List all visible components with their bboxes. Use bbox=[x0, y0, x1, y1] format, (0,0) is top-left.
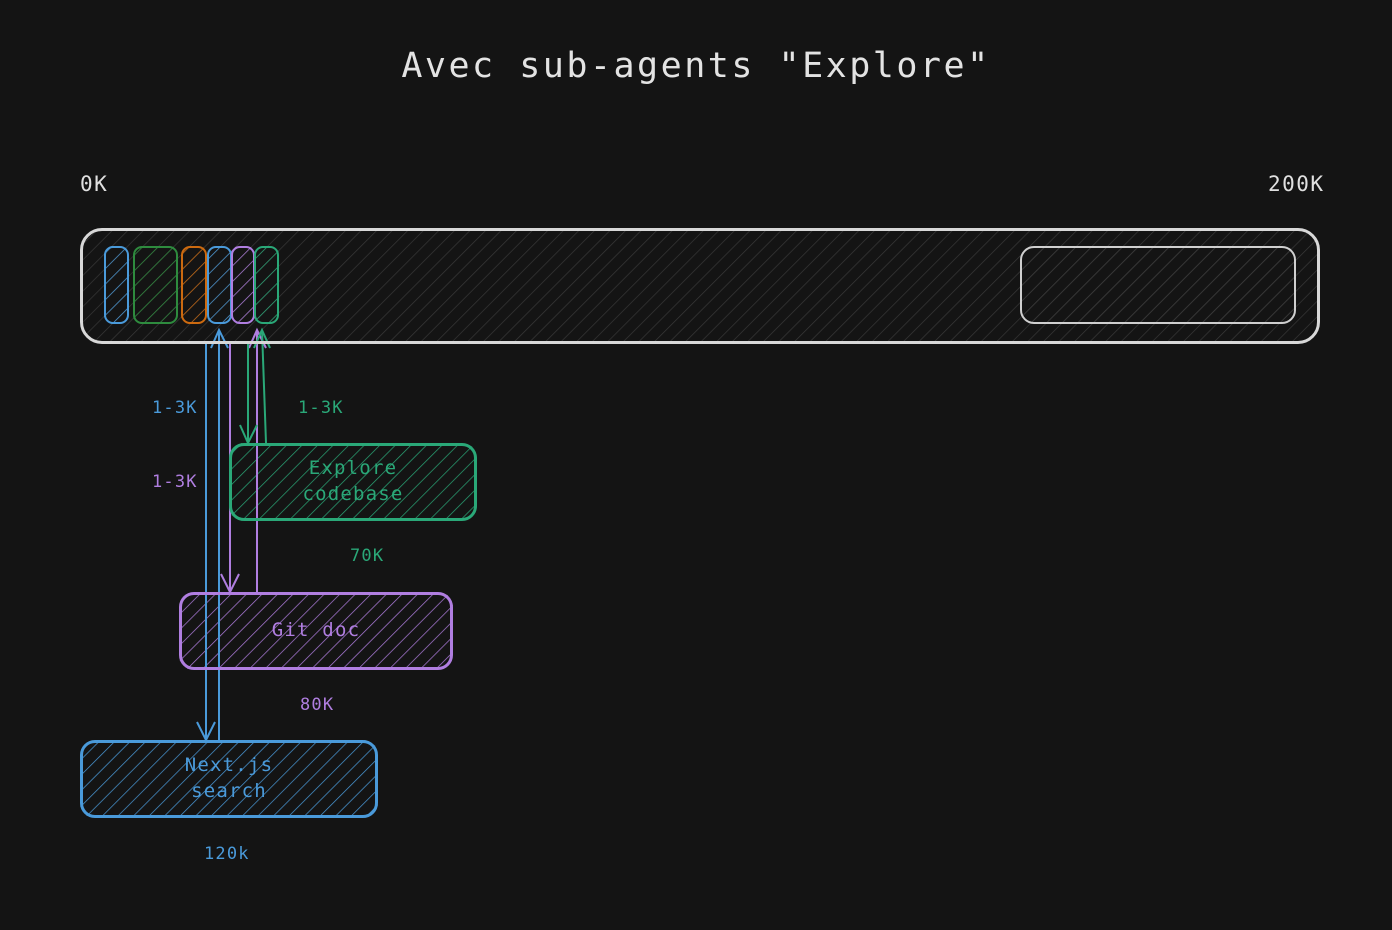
page-title: Avec sub-agents "Explore" bbox=[401, 46, 991, 86]
context-block-2[interactable] bbox=[133, 246, 178, 324]
context-window-bar bbox=[80, 228, 1320, 344]
context-block-4[interactable] bbox=[207, 246, 232, 324]
flow-label-green: 1-3K bbox=[298, 398, 344, 418]
agent-caption-nextjs-search: 120k bbox=[204, 844, 250, 864]
agent-label-git-doc: Git doc bbox=[271, 619, 361, 642]
context-block-6[interactable] bbox=[254, 246, 279, 324]
axis-label-end: 200K bbox=[1268, 172, 1325, 196]
axis-label-start: 0K bbox=[80, 172, 109, 196]
context-block-5[interactable] bbox=[231, 246, 255, 324]
flow-teal bbox=[239, 327, 271, 446]
flow-label-purple: 1-3K bbox=[152, 472, 198, 492]
flow-blue bbox=[196, 327, 229, 743]
agent-box-git-doc[interactable]: Git doc bbox=[179, 592, 453, 670]
context-block-1[interactable] bbox=[104, 246, 129, 324]
flow-label-blue: 1-3K bbox=[152, 398, 198, 418]
context-block-3[interactable] bbox=[181, 246, 207, 324]
agent-caption-git-doc: 80K bbox=[300, 695, 335, 715]
agent-caption-explore-codebase: 70K bbox=[350, 546, 385, 566]
context-free-region bbox=[1020, 246, 1296, 324]
